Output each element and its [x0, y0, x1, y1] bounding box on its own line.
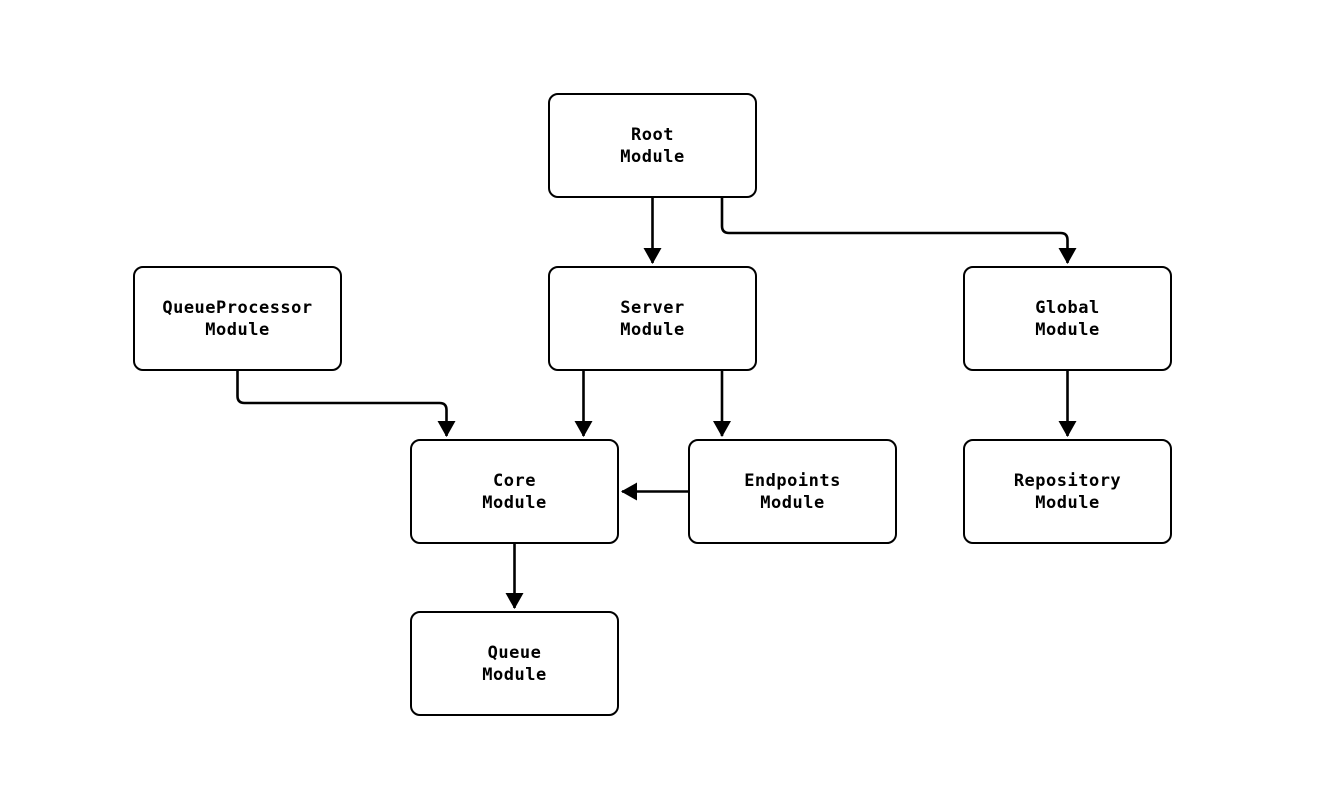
node-label-line: Module: [620, 146, 685, 167]
node-label-line: Server: [620, 297, 685, 318]
node-label-line: Queue: [487, 642, 542, 663]
node-label-line: Core: [493, 470, 536, 491]
node-label-line: Endpoints: [744, 470, 841, 491]
edge-root-to-global: [720, 198, 1077, 264]
node-label-line: Module: [205, 319, 270, 340]
node-label-line: Repository: [1013, 470, 1122, 491]
node-label-line: Module: [482, 492, 547, 513]
node-label-line: Module: [1035, 319, 1100, 340]
edge-queueprocessor-to-core: [236, 371, 456, 437]
node-label-line: Root: [631, 124, 674, 145]
node-label-line: Module: [760, 492, 825, 513]
node-label-line: Module: [482, 664, 547, 685]
node-label-line: Module: [1035, 492, 1100, 513]
node-label-line: Module: [620, 319, 685, 340]
node-label-line: QueueProcessor: [162, 297, 313, 318]
node-label-line: Global: [1035, 297, 1100, 318]
